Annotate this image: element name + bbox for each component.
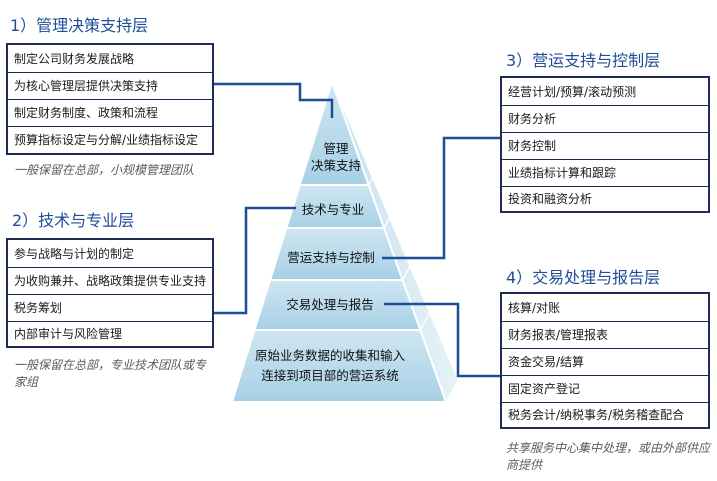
pyramid-tier-label: 技术与专业 <box>302 201 365 218</box>
pyramid-tier-label: 营运支持与控制 <box>287 249 375 266</box>
layer-3-item: 投资和融资分析 <box>502 186 708 211</box>
layer-4-heading: 4）交易处理与报告层 <box>506 268 661 287</box>
tier-5-line: 原始业务数据的收集和输入 <box>254 348 406 363</box>
pyramid-side-edge <box>419 312 431 331</box>
pyramid-side-edge <box>383 217 391 229</box>
layer-2-box: 参与战略与计划的制定 为收购兼并、战略政策提供专业支持 税务筹划 内部审计与风险… <box>6 238 214 348</box>
connector-layer-2 <box>214 206 296 315</box>
layer-3-item: 财务分析 <box>502 105 708 132</box>
layer-1-box: 制定公司财务发展战略 为核心管理层提供决策支持 制定财务制度、政策和流程 预算指… <box>6 43 214 155</box>
layer-4-box: 核算/对账 财务报表/管理报表 资金交易/结算 固定资产登记 税务会计/纳税事务… <box>500 292 710 429</box>
layer-2-item: 税务筹划 <box>8 294 212 321</box>
layer-3-item: 经营计划/预算/滚动预测 <box>508 84 637 99</box>
layer-3-box: 经营计划/预算/滚动预测 财务分析 财务控制 业绩指标计算和跟踪 投资和融资分析 <box>500 76 710 213</box>
layer-2-item: 参与战略与计划的制定 <box>14 246 135 261</box>
connector-layer-3 <box>382 136 500 260</box>
layer-4-note: 共享服务中心集中处理，或由外部供应商提供 <box>506 441 711 472</box>
pyramid-tier-label: 管理 决策支持 <box>311 140 361 174</box>
layer-2-heading: 2）技术与专业层 <box>12 211 135 230</box>
layer-1-item: 预算指标设定与分解/业绩指标设定 <box>8 126 212 153</box>
layer-2-note: 一般保留在总部，专业技术团队或专家组 <box>14 358 207 389</box>
pyramid-side-edge <box>368 177 374 186</box>
layer-1-item: 制定财务制度、政策和流程 <box>8 99 212 126</box>
layer-3-heading: 3）营运支持与控制层 <box>506 51 661 70</box>
layer-1-heading: 1）管理决策支持层 <box>10 16 149 35</box>
layer-4-item: 财务报表/管理报表 <box>502 321 708 348</box>
layer-4-item: 核算/对账 <box>508 300 561 315</box>
layer-1-note: 一般保留在总部，小规模管理团队 <box>14 163 195 177</box>
layer-1-item: 为核心管理层提供决策支持 <box>8 72 212 99</box>
layer-3-item: 业绩指标计算和跟踪 <box>502 159 708 186</box>
layer-2-item: 内部审计与风险管理 <box>8 321 212 346</box>
layer-2-item: 为收购兼并、战略政策提供专业支持 <box>8 267 212 294</box>
layer-4-item: 税务会计/纳税事务/税务稽查配合 <box>502 402 708 427</box>
tier-1-line: 决策支持 <box>310 158 362 173</box>
layer-4-item: 资金交易/结算 <box>502 348 708 375</box>
layer-4-item: 固定资产登记 <box>502 375 708 402</box>
tier-3-line: 营运支持与控制 <box>287 250 375 265</box>
layer-3-item: 财务控制 <box>502 132 708 159</box>
pyramid-tier-5 <box>230 329 448 403</box>
tier-5-line: 连接到项目部的营运系统 <box>261 368 399 383</box>
tier-1-line: 管理 <box>323 141 349 156</box>
pyramid-side-edge <box>401 266 411 281</box>
connector-layer-1 <box>214 82 334 118</box>
tier-2-line: 技术与专业 <box>301 202 365 217</box>
pyramid-tier-label: 原始业务数据的收集和输入 连接到项目部的营运系统 <box>255 346 405 386</box>
pyramid-tier-label: 交易处理与报告 <box>286 296 374 313</box>
tier-4-line: 交易处理与报告 <box>286 297 374 312</box>
connector-layer-4 <box>384 302 500 378</box>
layer-1-item: 制定公司财务发展战略 <box>14 51 135 66</box>
